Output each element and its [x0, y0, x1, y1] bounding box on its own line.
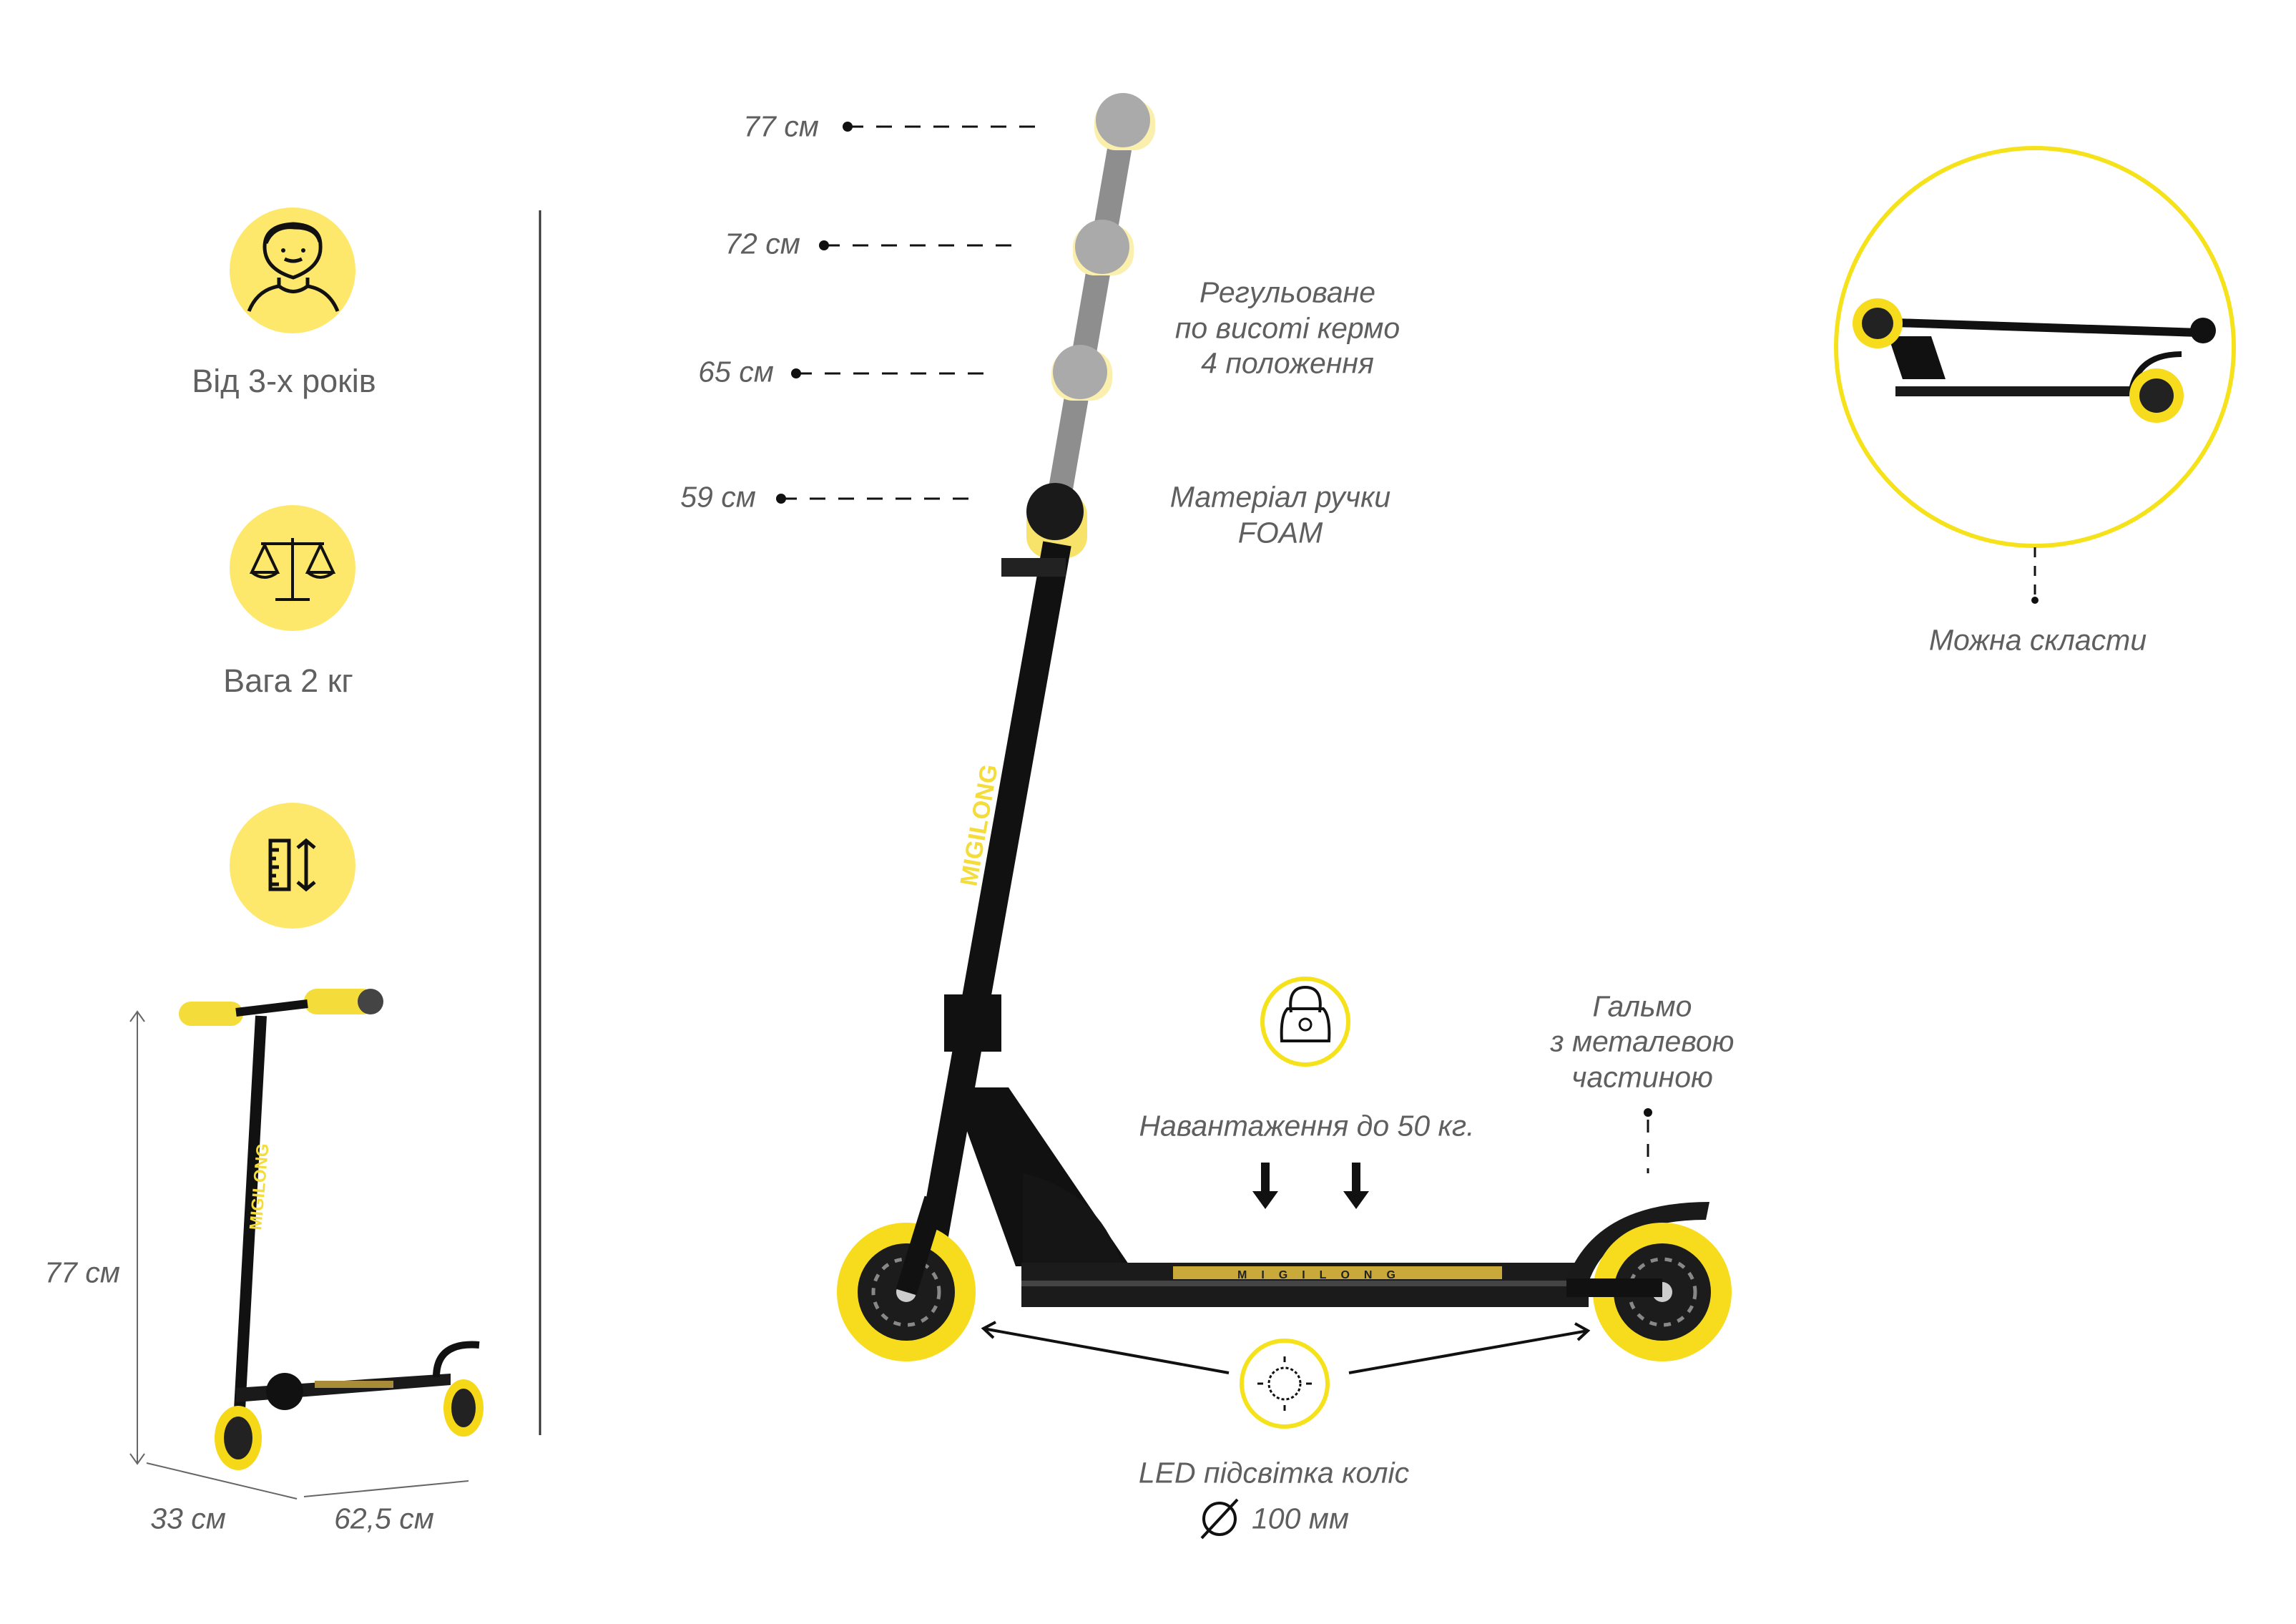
weight-label: Вага 2 кг: [223, 662, 353, 699]
brake-note-line: Гальмо: [1592, 989, 1692, 1023]
wheel-diameter-label: 100 мм: [1251, 1502, 1350, 1535]
height-label-77: 77 см: [743, 109, 819, 143]
small-scooter-image: MIGILONG: [129, 989, 484, 1500]
led-label: LED підсвітка коліс: [1138, 1456, 1410, 1490]
wheel-pointer-arrows: [981, 1321, 1591, 1374]
adjustable-note-line: Регульоване: [1199, 275, 1376, 309]
grip-note-line: Матеріал ручки: [1169, 480, 1391, 514]
brake-note-line: з металевою: [1550, 1024, 1735, 1058]
ruler-height-icon: [230, 803, 355, 929]
age-label: Від 3-х років: [192, 363, 376, 399]
small-length-label: 62,5 см: [334, 1502, 434, 1535]
adjustable-note-line: по висоті кермо: [1174, 311, 1400, 345]
main-scooter-image: MIGILONG MIGILONG: [837, 93, 1732, 1361]
height-guides: [781, 125, 1037, 500]
small-width-label: 33 см: [150, 1502, 226, 1535]
height-label-72: 72 см: [725, 227, 800, 260]
grip-note-line: FOAM: [1237, 516, 1323, 549]
sun-light-icon: [1240, 1339, 1330, 1429]
foldable-label: Можна скласти: [1928, 623, 2147, 657]
folded-scooter-image: [1834, 146, 2236, 548]
brake-note-line: частиною: [1571, 1060, 1713, 1094]
load-arrows: [1252, 1163, 1369, 1209]
adjustable-note-line: 4 положення: [1201, 346, 1374, 380]
scales-icon: [230, 505, 355, 631]
small-height-label: 77 см: [44, 1256, 120, 1289]
deck-logo: MIGILONG: [1237, 1269, 1410, 1281]
height-label-59: 59 см: [680, 480, 756, 514]
child-face-icon: [230, 207, 355, 333]
load-label: Навантаження до 50 кг.: [1139, 1109, 1475, 1143]
diameter-icon: [1200, 1498, 1239, 1540]
height-label-65: 65 см: [698, 355, 774, 388]
kettlebell-icon: [1260, 977, 1350, 1067]
